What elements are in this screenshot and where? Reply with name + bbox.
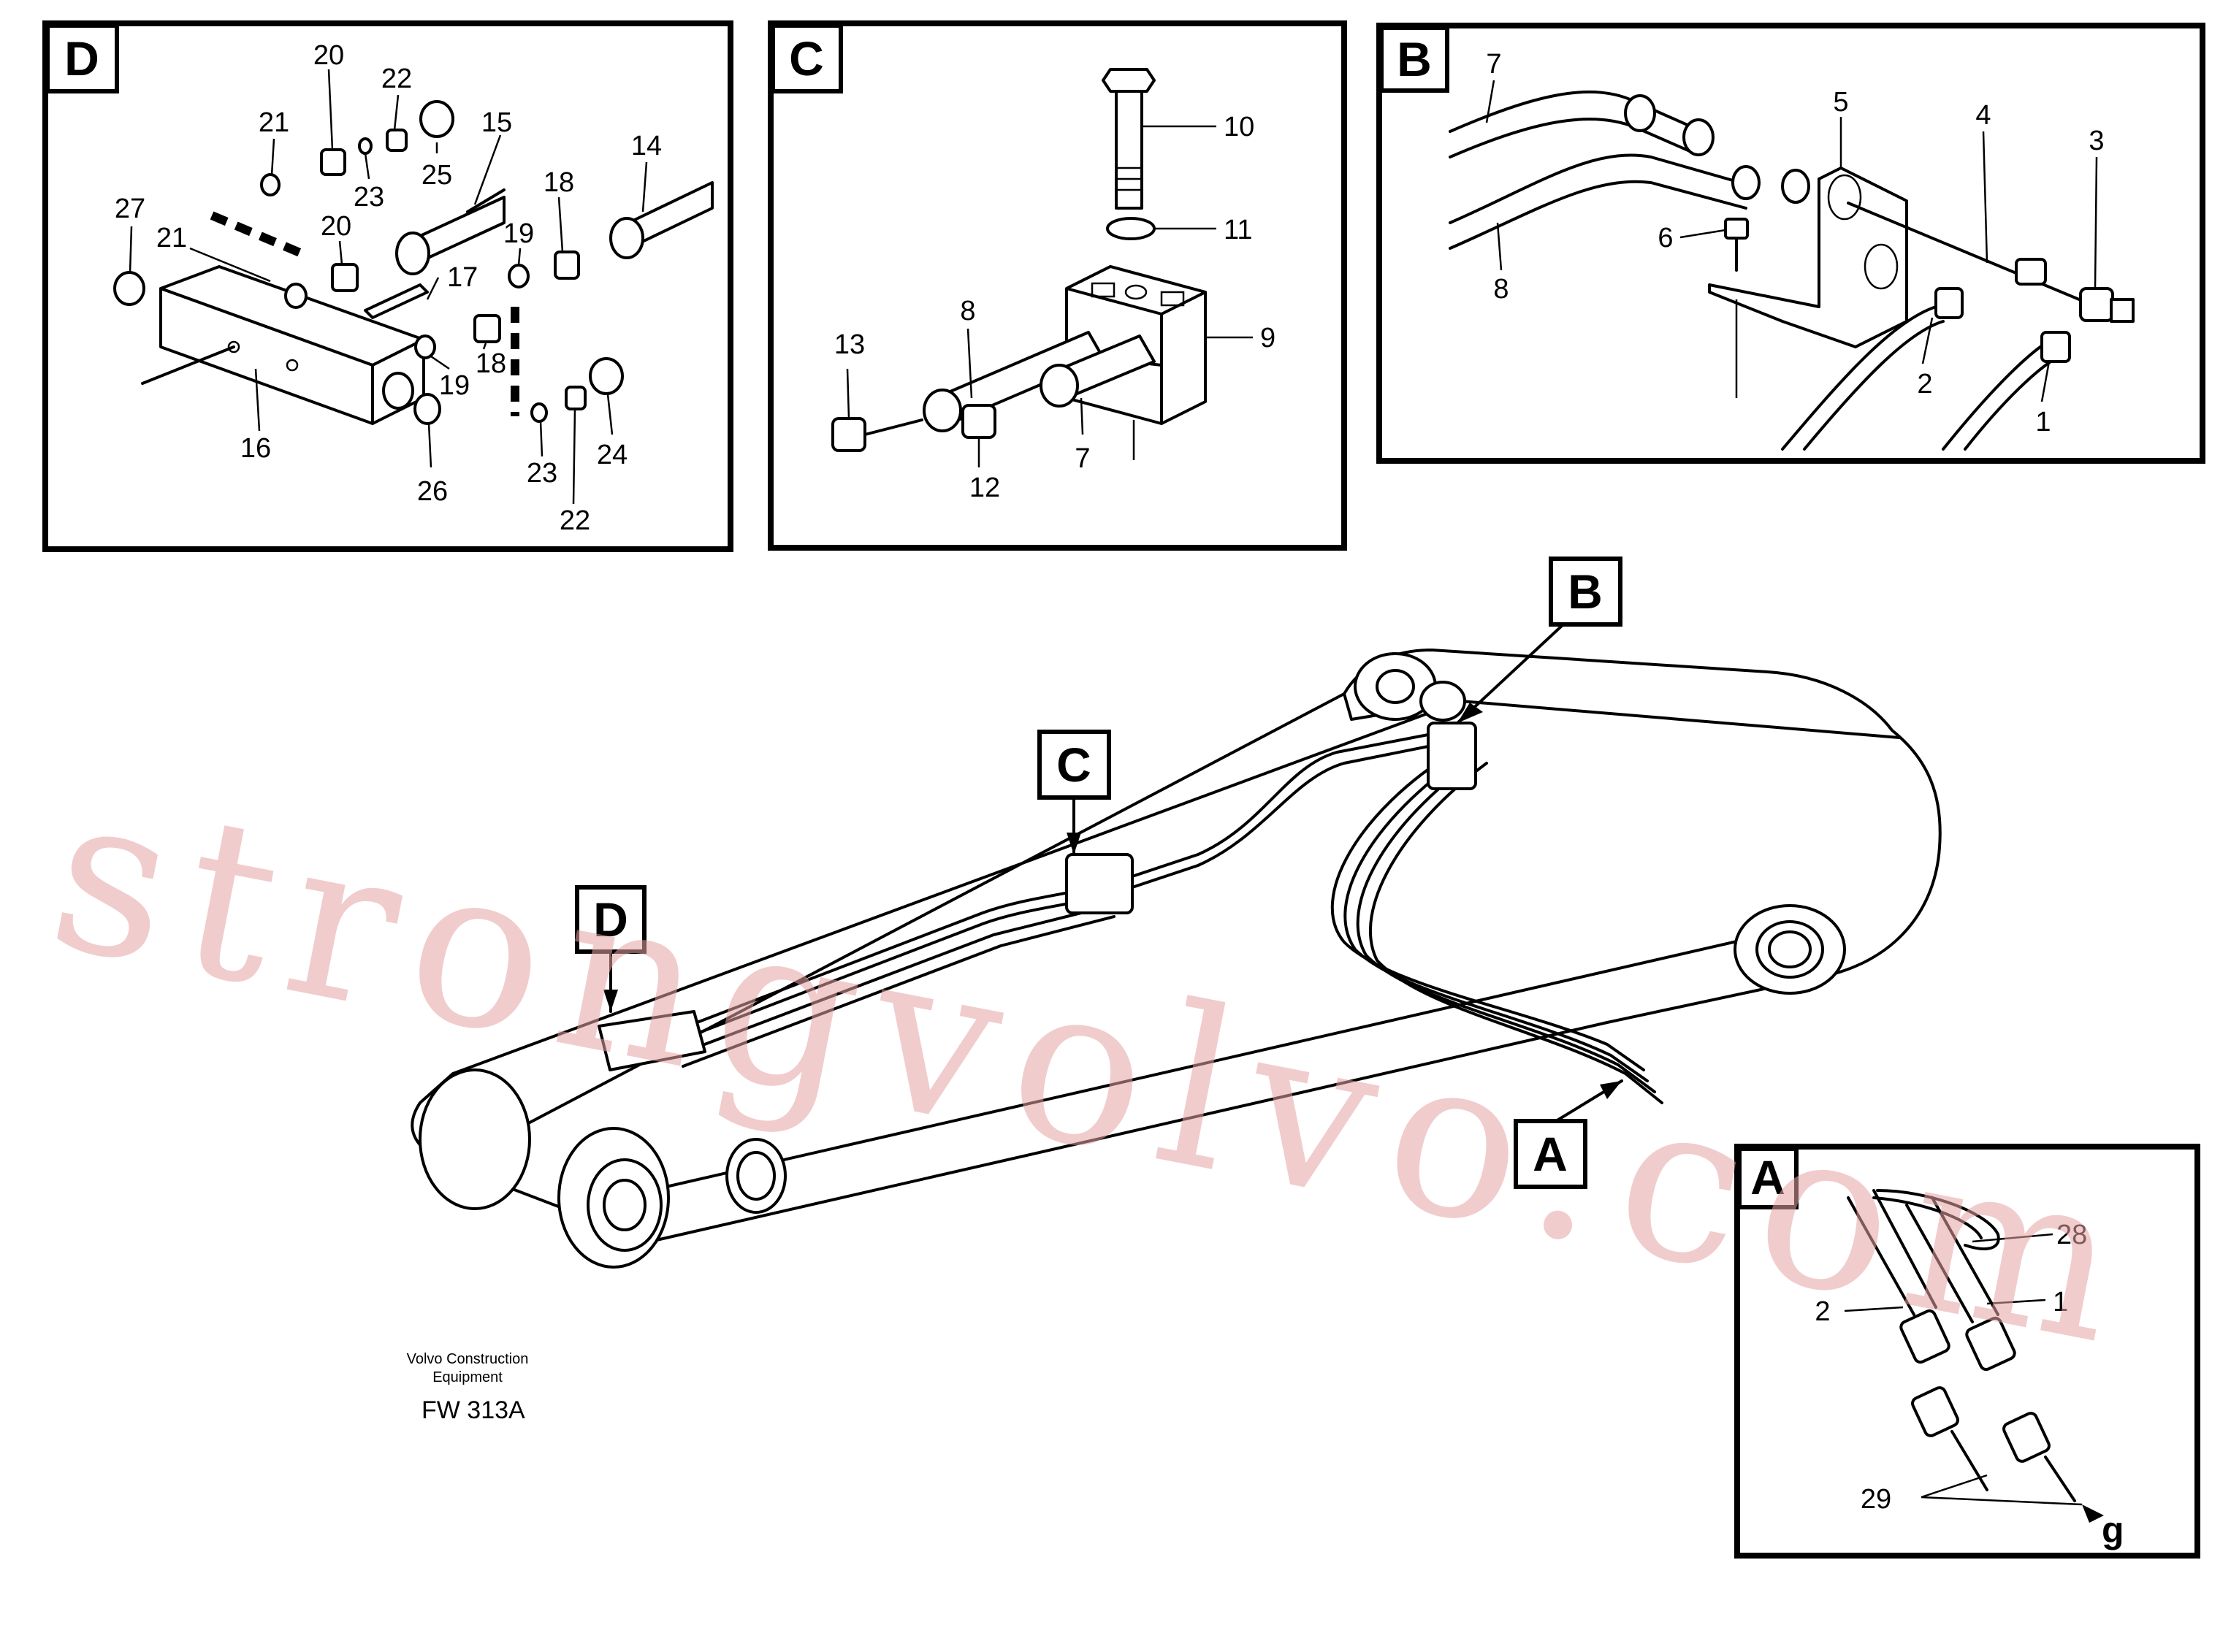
bracket-5	[1708, 167, 1908, 348]
washer-11	[1106, 217, 1156, 240]
boom-bracket-b	[1427, 722, 1477, 790]
leaders-c	[846, 125, 1253, 467]
svg-text:A: A	[1533, 1127, 1568, 1181]
label-b-1: 1	[2035, 407, 2051, 437]
main-callout-b: B	[1456, 557, 1622, 724]
main-callout-d: D	[575, 885, 647, 1013]
panel-d-letter: D	[64, 31, 99, 85]
manifold-block	[141, 265, 425, 425]
label-d-23a: 23	[354, 182, 384, 213]
panel-c-letter-box	[771, 23, 843, 93]
panel-d-letter-box	[45, 23, 119, 93]
label-b-7: 7	[1486, 49, 1501, 80]
label-a-2: 2	[1815, 1296, 1830, 1327]
label-b-3: 3	[2089, 126, 2104, 156]
boom-assembly	[411, 649, 1942, 1269]
panel-b-letter: B	[1397, 32, 1432, 86]
caption-block: Volvo Construction Equipment FW 313A	[407, 1351, 529, 1424]
label-d-26: 26	[417, 476, 448, 507]
label-d-24: 24	[597, 440, 628, 470]
label-c-8: 8	[960, 296, 975, 326]
watermark-text: strongvolvo.com	[34, 743, 2157, 1396]
rod-and-fittings-b	[1847, 202, 2135, 323]
detail-panel-d: D	[42, 20, 733, 552]
boom-clamp-c	[1065, 853, 1134, 914]
tubes-b	[1449, 90, 1810, 250]
figure-code: FW 313A	[422, 1396, 525, 1424]
hose-15	[395, 188, 506, 275]
panel-b-frame	[1376, 23, 2205, 464]
svg-text:B: B	[1568, 565, 1603, 619]
panel-a-letter-box	[1737, 1147, 1799, 1209]
label-d-21a: 21	[259, 107, 289, 138]
main-callout-c: C	[1037, 730, 1111, 856]
panel-b-letter-box	[1379, 26, 1449, 93]
panel-a-letter: A	[1750, 1150, 1785, 1204]
label-b-8: 8	[1493, 274, 1509, 305]
panel-c-frame	[768, 20, 1347, 551]
hoses-b	[1781, 287, 2071, 451]
label-b-4: 4	[1975, 100, 1991, 131]
fittings-d	[113, 100, 624, 425]
label-c-13: 13	[834, 329, 865, 360]
clip-28	[1876, 1189, 2000, 1250]
detail-panel-c: C	[768, 20, 1347, 551]
caption-line2: Equipment	[432, 1369, 503, 1385]
panel-a-frame	[1734, 1144, 2200, 1559]
label-d-18a: 18	[544, 167, 574, 198]
label-c-12: 12	[969, 473, 1000, 503]
label-d-20b: 20	[321, 211, 351, 242]
dashed-link-d-top	[210, 211, 309, 260]
label-c-9: 9	[1260, 323, 1275, 353]
label-d-17: 17	[447, 262, 478, 293]
label-d-18b: 18	[476, 348, 506, 379]
label-c-11: 11	[1224, 215, 1252, 245]
label-a-1: 1	[2053, 1287, 2068, 1318]
panel-d-frame	[42, 20, 733, 552]
hose-14	[609, 181, 714, 259]
label-d-21b: 21	[156, 223, 187, 253]
label-a-29: 29	[1861, 1484, 1891, 1515]
detail-panel-a: A 28 2 1 29 g	[1734, 1144, 2200, 1559]
svg-text:D: D	[593, 892, 628, 947]
panel-c-letter: C	[789, 31, 824, 85]
label-d-14: 14	[631, 131, 662, 161]
label-d-22a: 22	[381, 64, 412, 94]
main-callout-a: A	[1514, 1079, 1623, 1189]
label-b-6: 6	[1658, 223, 1673, 253]
svg-text:C: C	[1056, 738, 1091, 792]
label-a-g: g	[2102, 1510, 2124, 1550]
label-b-5: 5	[1833, 87, 1848, 118]
leaders-d	[129, 69, 648, 505]
label-d-19b: 19	[439, 370, 470, 401]
boom-manifold-d	[598, 1010, 706, 1071]
detail-panel-b: B	[1376, 23, 2205, 464]
bolt-6	[1724, 218, 1749, 272]
label-d-23b: 23	[527, 458, 557, 489]
label-b-2: 2	[1917, 369, 1932, 399]
bolt-10	[1102, 68, 1156, 210]
label-c-7: 7	[1075, 443, 1090, 474]
label-c-10: 10	[1224, 112, 1254, 142]
label-d-19a: 19	[503, 218, 534, 249]
label-d-20a: 20	[313, 40, 344, 71]
leaders-b	[1485, 80, 2098, 402]
label-d-15: 15	[481, 107, 512, 138]
label-d-25: 25	[422, 160, 452, 191]
tubes-c	[831, 331, 1156, 452]
label-d-22b: 22	[560, 505, 590, 536]
label-d-16: 16	[240, 433, 271, 464]
label-d-27: 27	[115, 194, 145, 224]
caption-line1: Volvo Construction	[407, 1351, 529, 1367]
label-a-28: 28	[2056, 1220, 2087, 1250]
